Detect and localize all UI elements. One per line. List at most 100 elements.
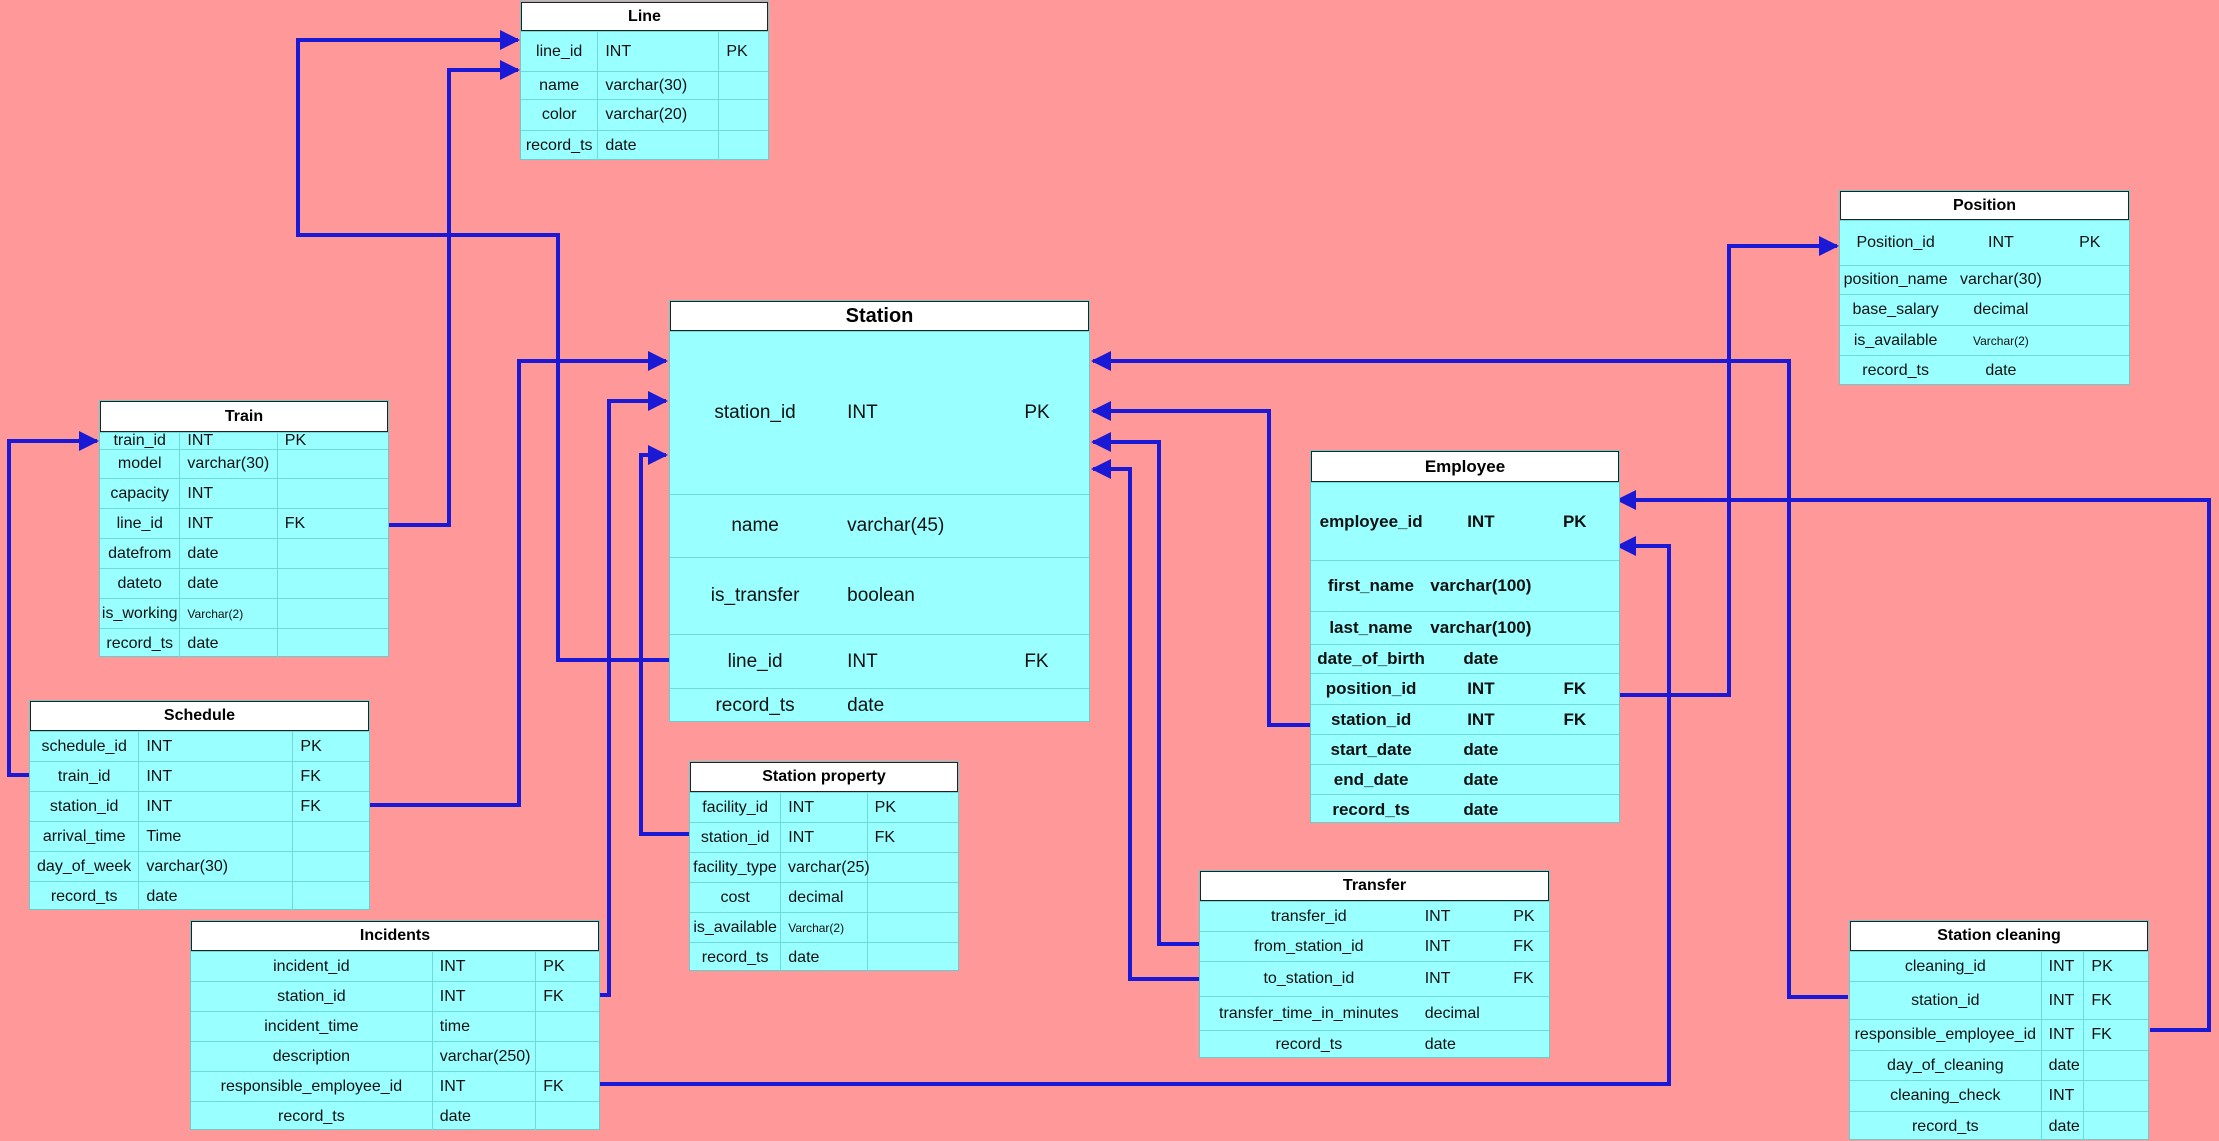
- column-key: [293, 852, 369, 881]
- column-key: [2084, 1112, 2148, 1141]
- column-key: [293, 882, 369, 911]
- column-key: FK: [300, 767, 321, 785]
- column-key: FK: [1563, 679, 1587, 698]
- column-key: PK: [1513, 907, 1535, 925]
- column-name: first_name: [1327, 576, 1414, 595]
- column-key: FK: [2091, 1026, 2112, 1043]
- column-name: train_id: [100, 432, 181, 449]
- column-type: date: [433, 1102, 537, 1131]
- column-name: cleaning_check: [1850, 1081, 2042, 1111]
- column-name: capacity: [100, 479, 181, 508]
- table-row: is_available Varchar(2): [1840, 325, 2129, 355]
- column-key: [1531, 795, 1619, 824]
- column-name: is_transfer: [710, 585, 800, 606]
- column-type: Varchar(2): [1972, 333, 2029, 348]
- column-key: [1531, 735, 1619, 764]
- column-key: [719, 72, 768, 99]
- column-name: schedule_id: [30, 732, 140, 761]
- column-key: [278, 629, 388, 658]
- column-name: name: [521, 72, 599, 99]
- column-name: is_working: [100, 599, 181, 628]
- table-title: Employee: [1311, 451, 1619, 482]
- column-name: dateto: [100, 569, 181, 598]
- column-name: record_ts: [30, 882, 140, 911]
- column-type: INT: [1467, 679, 1495, 698]
- column-key: PK: [1024, 402, 1050, 423]
- column-type: date: [1985, 362, 2017, 379]
- column-type: varchar(100): [1430, 576, 1532, 595]
- column-type: varchar(25): [781, 853, 870, 882]
- column-type: date: [139, 882, 294, 911]
- column-key: [2051, 356, 2129, 386]
- column-type: INT: [598, 32, 720, 71]
- column-key: [2051, 295, 2129, 325]
- table-title: Station property: [690, 762, 958, 792]
- column-type: INT: [1424, 970, 1451, 987]
- column-type: INT: [847, 402, 878, 423]
- column-type: INT: [139, 762, 294, 791]
- column-name: record_ts: [1275, 1036, 1343, 1053]
- column-key: FK: [874, 828, 896, 846]
- column-type: boolean: [847, 585, 915, 606]
- column-name: date_of_birth: [1317, 649, 1425, 668]
- column-name: is_available: [1853, 331, 1938, 349]
- column-type: INT: [1988, 234, 2014, 251]
- column-key: [2084, 1081, 2148, 1111]
- column-type: INT: [180, 509, 278, 538]
- column-type: INT: [781, 823, 868, 852]
- column-key: FK: [1513, 970, 1534, 987]
- column-key: PK: [2091, 957, 2113, 975]
- column-key: [2084, 1051, 2148, 1080]
- column-name: transfer_id: [1271, 907, 1347, 925]
- column-type: date: [1463, 769, 1499, 789]
- column-key: PK: [284, 432, 307, 449]
- column-name: responsible_employee_id: [1850, 1020, 2042, 1050]
- column-type: INT: [1424, 937, 1451, 955]
- column-type: date: [180, 569, 278, 598]
- column-name: station_id: [191, 982, 433, 1011]
- column-type: INT: [2042, 982, 2085, 1019]
- column-name: position_id: [1325, 679, 1417, 698]
- column-type: date: [1463, 799, 1499, 819]
- table-title: Position: [1840, 191, 2129, 220]
- column-type: date: [598, 131, 720, 161]
- column-type: varchar(30): [598, 72, 720, 99]
- column-key: [278, 479, 388, 508]
- column-name: station_id: [30, 792, 140, 821]
- connector-incidents-employee-to-employee: [600, 536, 1671, 1086]
- column-key: [719, 100, 768, 130]
- column-name: last_name: [1329, 618, 1413, 637]
- column-key: [1506, 997, 1549, 1030]
- column-key: PK: [874, 798, 896, 816]
- column-name: facility_id: [690, 793, 782, 822]
- column-type: Time: [139, 822, 294, 851]
- column-key: [278, 450, 388, 478]
- connector-employee-position-to-position: [1619, 236, 1839, 697]
- connector-transfer-from-to-station: [1091, 432, 1199, 946]
- table-title: Train: [100, 401, 388, 432]
